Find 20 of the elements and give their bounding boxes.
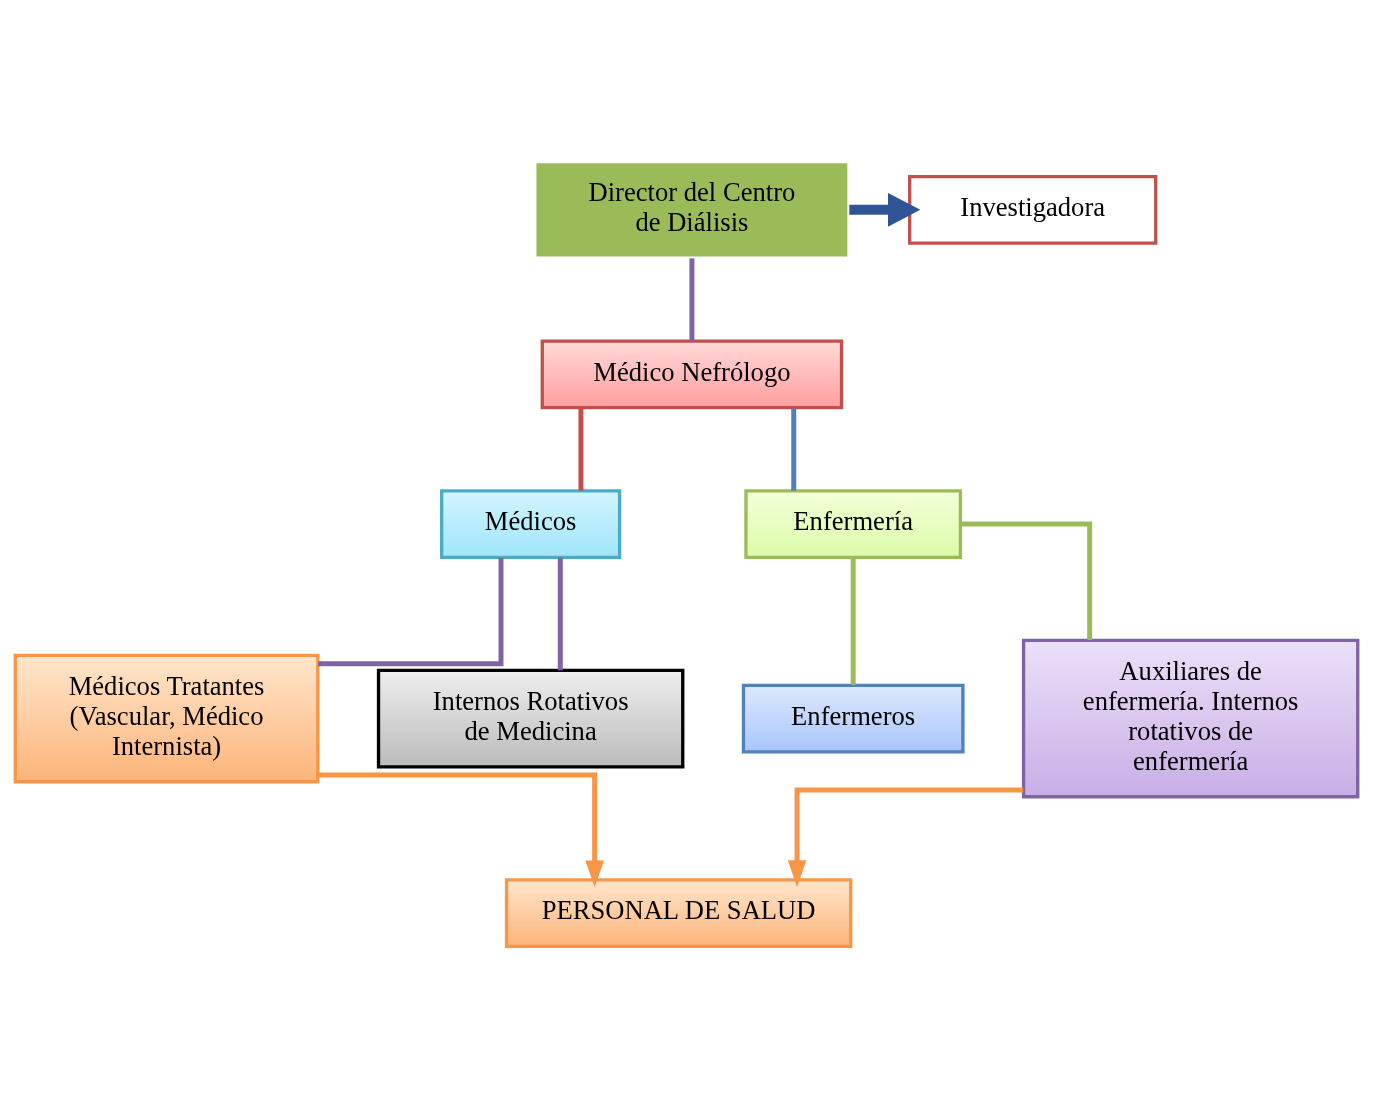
arrow xyxy=(849,192,921,227)
node-box: Auxiliares de enfermería. Internos rotativos de enfermería xyxy=(1021,638,1360,799)
node-box: Médicos Tratantes (Vascular, Médico Internista) xyxy=(13,653,320,784)
node-box: Médico Nefrólogo xyxy=(540,339,844,410)
node-box: Director del Centro de Diálisis xyxy=(533,160,851,260)
connector xyxy=(961,521,1093,641)
connector xyxy=(578,408,584,491)
node-box: Internos Rotativos de Medicina xyxy=(376,668,685,769)
connector xyxy=(318,557,504,667)
connector xyxy=(791,408,797,491)
connector xyxy=(689,258,695,341)
node-box: Médicos xyxy=(440,489,622,559)
connector xyxy=(557,557,563,671)
node-box: Enfermeros xyxy=(741,683,965,754)
connector xyxy=(850,557,856,685)
node-box: Investigadora xyxy=(908,174,1158,245)
node-box: Enfermería xyxy=(744,489,963,559)
node-box: PERSONAL DE SALUD xyxy=(504,878,853,948)
arrow xyxy=(787,787,1024,888)
arrow xyxy=(318,772,604,888)
